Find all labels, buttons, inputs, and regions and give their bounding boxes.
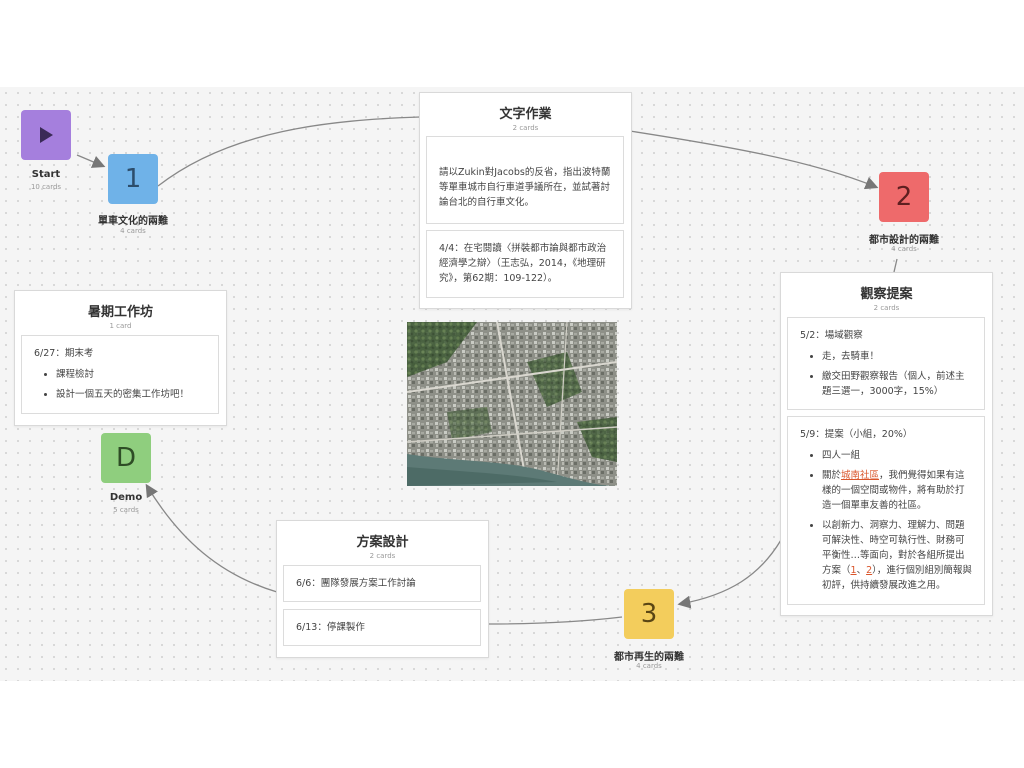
stage-3-count: 4 cards [636, 662, 662, 670]
card-list: 走，去騎車！ 繳交田野觀察報告（個人，前述主題三選一，3000字，15%） [800, 349, 972, 399]
demo-count: 5 cards [113, 506, 139, 514]
list-item: 關於城南社區，我們覺得如果有這樣的一個空間或物件，將有助於打造一個單車友善的社區… [822, 468, 972, 513]
card-text: 4/4：在宅閱讀〈拼裝都市論與都市政治經濟學之辯〉（王志弘，2014，《地理研究… [439, 243, 607, 284]
observation-panel[interactable]: 觀察提案 2 cards 5/2：場域觀察 走，去騎車！ 繳交田野觀察報告（個人… [780, 272, 993, 616]
demo-letter: D [115, 443, 137, 473]
aerial-city-photo[interactable] [407, 322, 617, 486]
card-heading: 5/2：場域觀察 [800, 330, 863, 341]
panel-count: 2 cards [369, 552, 396, 560]
card-text: 請以Zukin對Jacobs的反省，指出波特蘭等單車城市自行車道爭議所在，並試著… [439, 167, 611, 208]
observation-card-1[interactable]: 5/2：場域觀察 走，去騎車！ 繳交田野觀察報告（個人，前述主題三選一，3000… [787, 317, 985, 410]
plan-card-2[interactable]: 6/13：停課製作 [283, 609, 481, 646]
stage-number: 3 [640, 599, 658, 629]
card-heading: 5/9：提案（小組，20%） [800, 429, 913, 440]
panel-count: 2 cards [512, 124, 539, 132]
stage-node-3[interactable]: 3 [624, 589, 674, 639]
plan-design-panel[interactable]: 方案設計 2 cards 6/6：團隊發展方案工作討論 6/13：停課製作 [276, 520, 489, 658]
panel-title: 觀察提案 [860, 287, 913, 302]
stage-number: 1 [124, 164, 142, 194]
item-text: 四人一組 [822, 450, 861, 461]
item-text: ），進行個別組別簡報與初評，供持續發展改進之用。 [822, 565, 972, 591]
play-icon [40, 127, 53, 143]
panel-title: 文字作業 [499, 107, 552, 122]
start-label: Start [31, 169, 61, 180]
stage-2-label: 都市設計的兩難 [869, 235, 939, 246]
list-item: 繳交田野觀察報告（個人，前述主題三選一，3000字，15%） [822, 369, 972, 399]
card-text: 6/6：團隊發展方案工作討論 [296, 578, 416, 589]
item-text: 、 [856, 565, 867, 576]
start-node[interactable] [21, 110, 71, 160]
list-item: 以創新力、洞察力、理解力、問題可解決性、時空可執行性、財務可平衡性…等面向，對於… [822, 518, 972, 593]
card-list: 四人一組 關於城南社區，我們覺得如果有這樣的一個空間或物件，將有助於打造一個單車… [800, 448, 972, 593]
card-text: 6/13：停課製作 [296, 622, 365, 633]
writing-panel[interactable]: 文字作業 2 cards 請以Zukin對Jacobs的反省，指出波特蘭等單車城… [419, 92, 632, 309]
stage-node-1[interactable]: 1 [108, 154, 158, 204]
stage-3-label: 都市再生的兩難 [614, 652, 684, 663]
card-list: 課程檢討 設計一個五天的密集工作坊吧！ [34, 367, 206, 402]
demo-label: Demo [109, 492, 143, 503]
writing-card-1[interactable]: 請以Zukin對Jacobs的反省，指出波特蘭等單車城市自行車道爭議所在，並試著… [426, 136, 624, 224]
observation-card-2[interactable]: 5/9：提案（小組，20%） 四人一組 關於城南社區，我們覺得如果有這樣的一個空… [787, 416, 985, 605]
panel-title: 方案設計 [356, 535, 409, 550]
writing-card-2[interactable]: 4/4：在宅閱讀〈拼裝都市論與都市政治經濟學之辯〉（王志弘，2014，《地理研究… [426, 230, 624, 298]
list-item: 四人一組 [822, 448, 972, 463]
stage-number: 2 [895, 182, 913, 212]
proposal-link-1[interactable]: 1 [850, 565, 857, 576]
item-text: ，我們覺得如果有這樣的一個空間或物件，將有助於打造一個單車友善的社區。 [822, 470, 965, 511]
panel-title: 暑期工作坊 [87, 305, 153, 320]
list-item: 設計一個五天的密集工作坊吧！ [56, 387, 206, 402]
summer-card-1[interactable]: 6/27：期末考 課程檢討 設計一個五天的密集工作坊吧！ [21, 335, 219, 414]
start-count: 10 cards [30, 183, 62, 191]
panel-count: 2 cards [873, 304, 900, 312]
stage-1-count: 4 cards [120, 227, 146, 235]
list-item: 走，去騎車！ [822, 349, 972, 364]
card-heading: 6/27：期末考 [34, 348, 94, 359]
demo-node[interactable]: D [101, 433, 151, 483]
aerial-photo-graphic [407, 322, 617, 486]
stage-1-label: 單車文化的兩難 [98, 216, 168, 227]
panel-count: 1 card [109, 322, 132, 330]
list-item: 課程檢討 [56, 367, 206, 382]
community-link[interactable]: 城南社區 [841, 470, 880, 481]
item-text: 以創新力、洞察力、理解力、問題可解決性、時空可執行性、財務可平衡性…等面向，對於… [822, 520, 965, 576]
plan-card-1[interactable]: 6/6：團隊發展方案工作討論 [283, 565, 481, 602]
stage-2-count: 4 cards [891, 245, 917, 253]
proposal-link-2[interactable]: 2 [866, 565, 873, 576]
stage-node-2[interactable]: 2 [879, 172, 929, 222]
summer-workshop-panel[interactable]: 暑期工作坊 1 card 6/27：期末考 課程檢討 設計一個五天的密集工作坊吧… [14, 290, 227, 426]
item-text: 關於 [822, 470, 842, 481]
